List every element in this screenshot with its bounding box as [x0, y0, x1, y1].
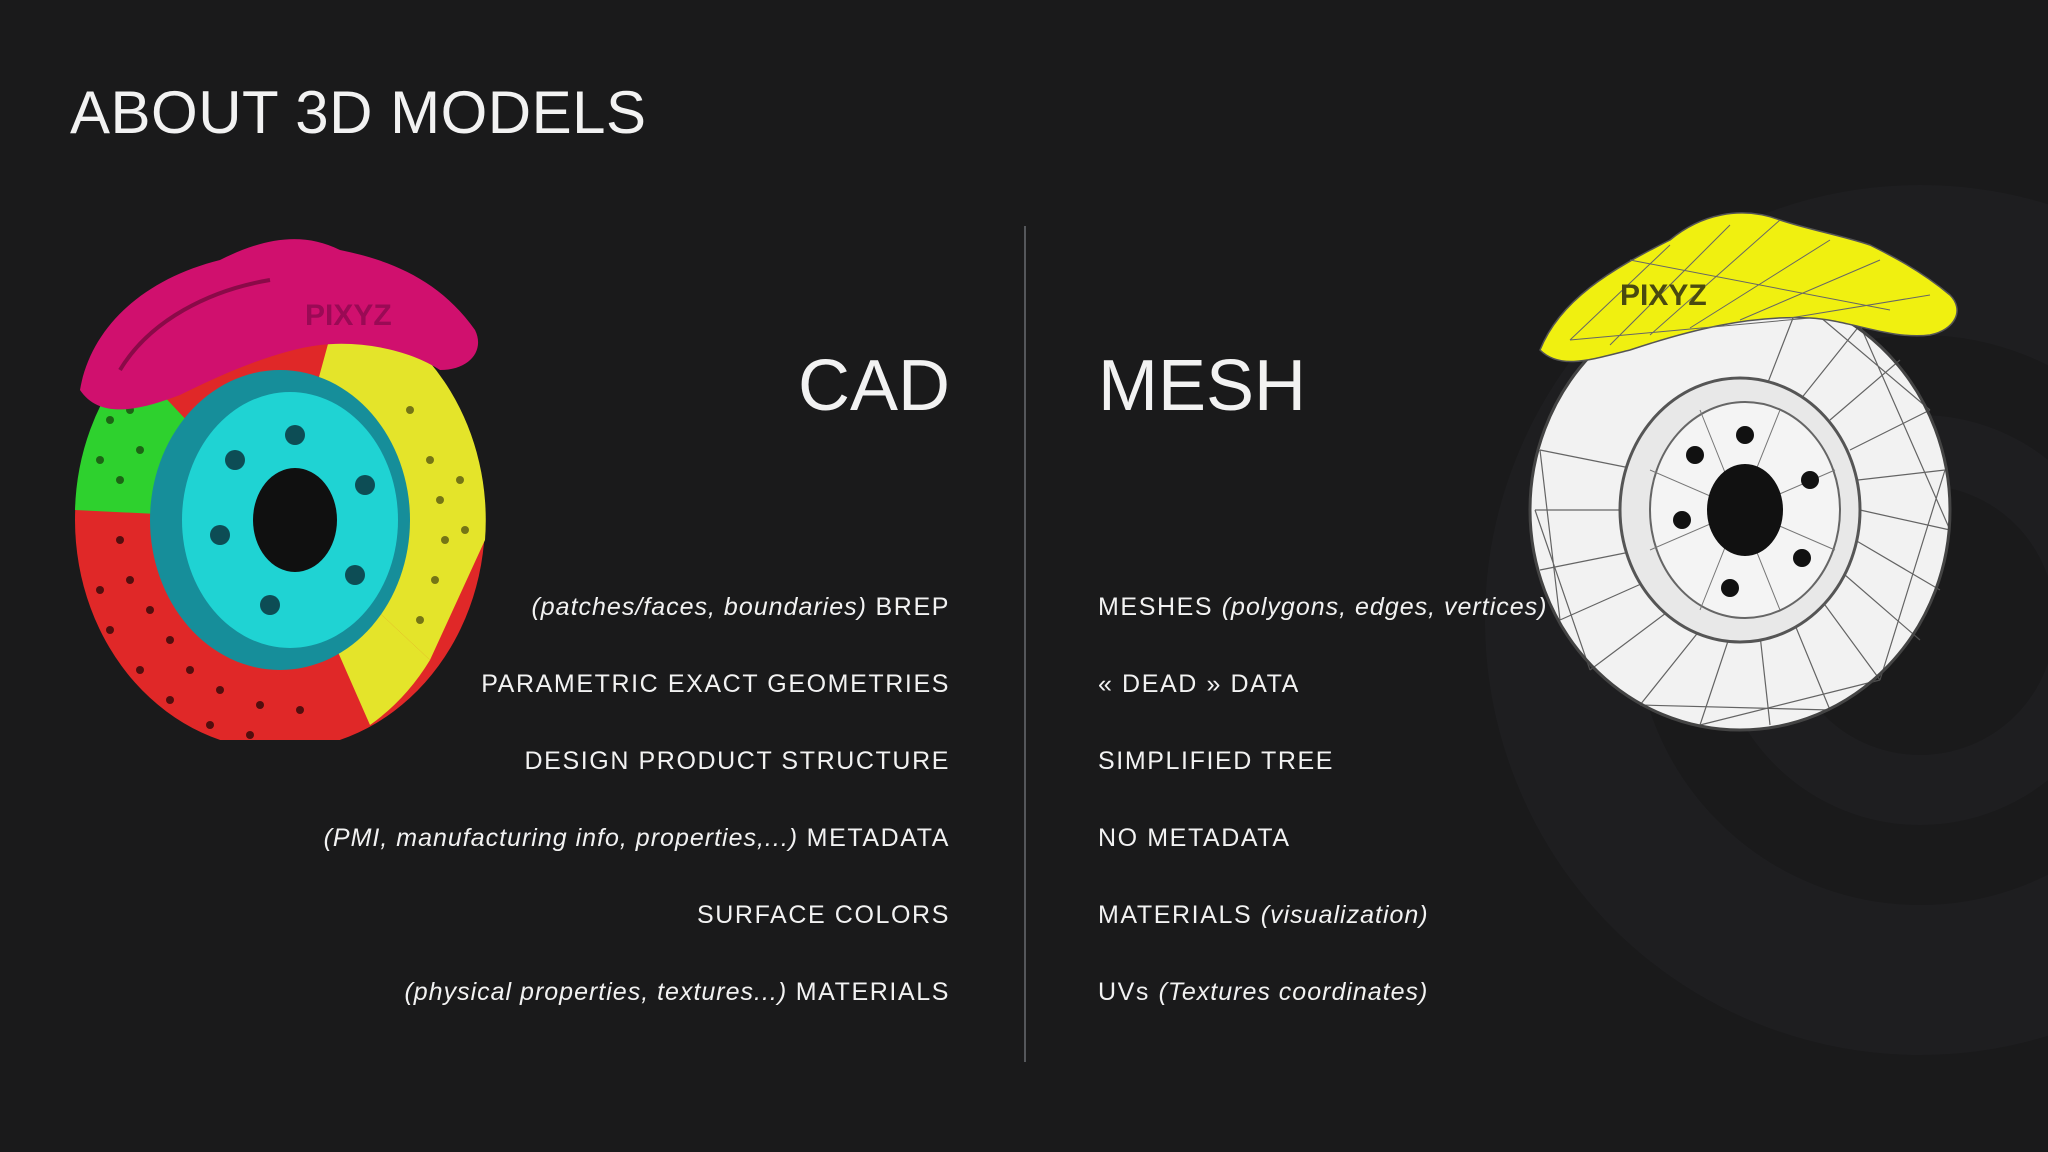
- cad-feature-list: (patches/faces, boundaries) BREP PARAMET…: [324, 589, 950, 1051]
- cad-heading: CAD: [797, 346, 950, 426]
- feature-label: DESIGN PRODUCT STRUCTURE: [524, 747, 950, 775]
- feature-label: METADATA: [806, 824, 950, 852]
- feature-label: MESHES: [1098, 593, 1214, 621]
- cad-feature-item: PARAMETRIC EXACT GEOMETRIES: [324, 666, 950, 743]
- feature-label: UVs: [1098, 978, 1151, 1006]
- mesh-feature-item: MESHES (polygons, edges, vertices): [1098, 589, 1548, 666]
- feature-note: (Textures coordinates): [1158, 978, 1429, 1006]
- feature-note: (physical properties, textures...): [404, 978, 788, 1006]
- feature-label: SURFACE COLORS: [696, 901, 950, 929]
- feature-label: PARAMETRIC EXACT GEOMETRIES: [481, 670, 950, 698]
- feature-label: BREP: [875, 593, 950, 621]
- cad-feature-item: SURFACE COLORS: [324, 897, 950, 974]
- mesh-feature-list: MESHES (polygons, edges, vertices) « DEA…: [1098, 589, 1548, 1051]
- mesh-heading: MESH: [1098, 346, 1307, 426]
- mesh-feature-item: « DEAD » DATA: [1098, 666, 1548, 743]
- feature-label: NO METADATA: [1098, 824, 1291, 852]
- feature-label: MATERIALS: [795, 978, 950, 1006]
- feature-note: (polygons, edges, vertices): [1221, 593, 1548, 621]
- feature-label: « DEAD » DATA: [1098, 670, 1300, 698]
- cad-feature-item: (physical properties, textures...) MATER…: [324, 974, 950, 1051]
- cad-feature-item: DESIGN PRODUCT STRUCTURE: [324, 743, 950, 820]
- mesh-wireframe-brake-icon: PIXYZ: [1528, 212, 1958, 732]
- slide-title: ABOUT 3D MODELS: [70, 79, 647, 146]
- feature-note: (patches/faces, boundaries): [531, 593, 867, 621]
- cad-feature-item: (patches/faces, boundaries) BREP: [324, 589, 950, 666]
- mesh-feature-item: NO METADATA: [1098, 820, 1548, 897]
- cad-brake-disc-icon: PIXYZ: [75, 239, 486, 740]
- mesh-feature-item: SIMPLIFIED TREE: [1098, 743, 1548, 820]
- cad-logo-text: PIXYZ: [305, 299, 392, 332]
- feature-label: MATERIALS: [1098, 901, 1253, 929]
- mesh-feature-item: UVs (Textures coordinates): [1098, 974, 1548, 1051]
- feature-note: (visualization): [1260, 901, 1429, 929]
- column-divider: [1024, 226, 1026, 1062]
- mesh-feature-item: MATERIALS (visualization): [1098, 897, 1548, 974]
- mesh-logo-text: PIXYZ: [1620, 279, 1707, 312]
- cad-feature-item: (PMI, manufacturing info, properties,...…: [324, 820, 950, 897]
- feature-label: SIMPLIFIED TREE: [1098, 747, 1335, 775]
- feature-note: (PMI, manufacturing info, properties,...…: [323, 824, 799, 852]
